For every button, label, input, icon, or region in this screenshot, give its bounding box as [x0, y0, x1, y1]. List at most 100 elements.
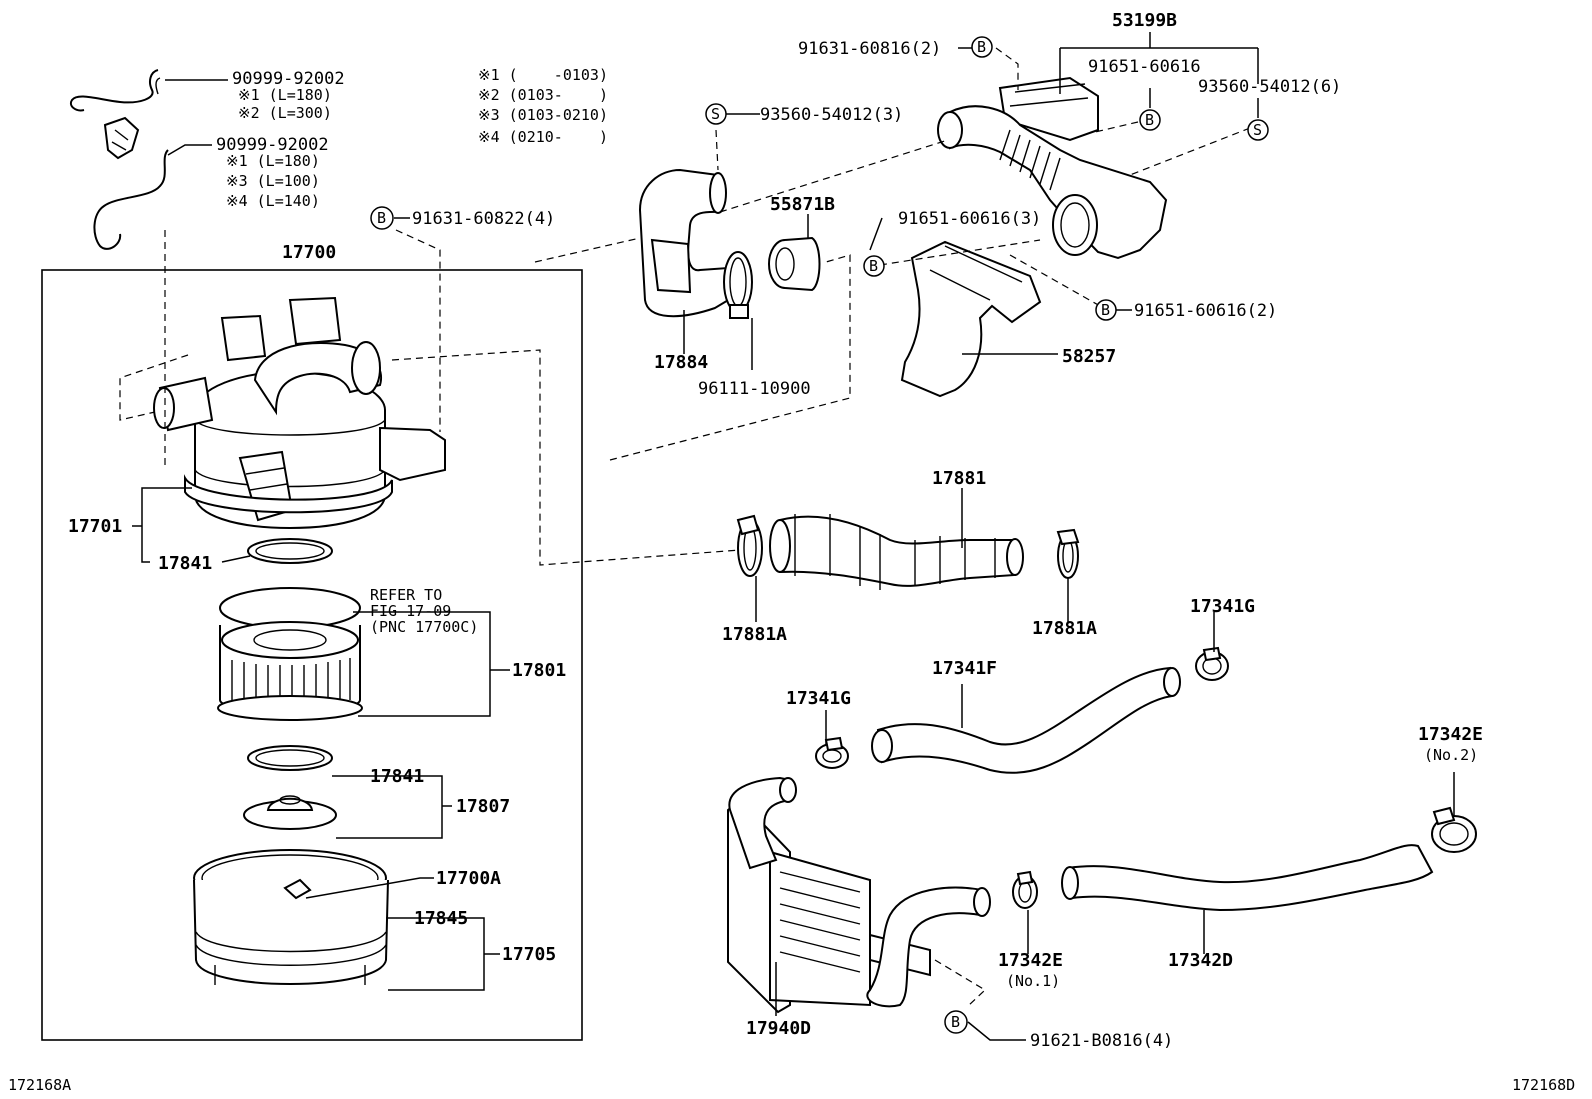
legend-line-2: ※2 (0103- ) [478, 86, 608, 104]
dash-elbow-to-duct [719, 139, 949, 213]
leader-17845-17705 [386, 917, 500, 991]
bolt-symbol-label: B [377, 209, 386, 227]
dash-bolt-top [995, 47, 1019, 90]
bolt-symbol-duct: B [1095, 299, 1117, 321]
bolt-symbol-label: B [1145, 111, 1154, 129]
dash-bolt-b-to-bracket [395, 229, 441, 432]
label-96111-10900: 96111-10900 [698, 379, 811, 399]
air-guide-58257 [900, 240, 1042, 398]
label-17341G-right: 17341G [1190, 596, 1255, 617]
image-code-right: 172168D [1512, 1076, 1575, 1094]
hose-clamp-17881A-left [736, 514, 763, 577]
hose-clamp-17341G-left [815, 736, 849, 769]
leader-17700A [305, 877, 434, 899]
legend-line-1: ※1 ( -0103) [478, 66, 608, 84]
air-cleaner-lower-case [193, 849, 389, 985]
screw-symbol-label: S [1253, 121, 1262, 139]
air-filter-element [217, 587, 363, 721]
label-17342E-no2: 17342E [1418, 724, 1483, 745]
vacuum-hose-upper [70, 69, 161, 112]
bolt-symbol-right: B [1139, 109, 1161, 131]
label-93560-54012-3: 93560-54012(3) [760, 105, 903, 125]
gasket-17841-lower-inner [255, 749, 325, 767]
hose-upper-variant-1: ※1 (L=180) [238, 86, 332, 104]
leader-17701 [132, 487, 192, 563]
hose-lower-variant-1: ※1 (L=180) [226, 152, 320, 170]
legend-line-3: ※3 (0103-0210) [478, 106, 608, 124]
intake-hose-17881 [769, 514, 1024, 590]
bolt-symbol-label: B [977, 38, 986, 56]
dash-screw-to-elbow [715, 129, 719, 171]
label-17342D: 17342D [1168, 950, 1233, 971]
label-91651-60616-3: 91651-60616(3) [898, 209, 1041, 229]
label-53199B: 53199B [1112, 10, 1177, 31]
hose-clamp-17341G-right [1195, 646, 1229, 681]
dash-radiator-bolt [934, 959, 986, 1007]
screw-symbol-left: S [705, 103, 727, 125]
screw-symbol-right: S [1247, 119, 1269, 141]
air-cleaner-assembly-frame [41, 269, 583, 1041]
bolt-symbol-radiator: B [944, 1010, 968, 1034]
rubber-sleeve-55871B [768, 236, 821, 292]
label-17700: 17700 [282, 242, 336, 263]
leader-hose-lower [167, 144, 212, 156]
hose-clamp-17881A-right [1056, 528, 1080, 579]
bolt-symbol-label: B [951, 1013, 960, 1031]
air-cleaner-case-cover [153, 296, 446, 530]
label-17701: 17701 [68, 516, 122, 537]
dash-bolt-b-right [1094, 121, 1139, 133]
refer-line-3: (PNC 17700C) [370, 618, 478, 636]
hose-lower-number: 90999-92002 [216, 135, 329, 155]
label-55871B: 55871B [770, 194, 835, 215]
hose-lower-variant-2: ※3 (L=100) [226, 172, 320, 190]
leader-53199B [1059, 32, 1259, 94]
bolt-symbol-label: B [869, 257, 878, 275]
bolt-symbol-top: B [971, 36, 993, 58]
dash-duct-to-bolt [1009, 254, 1101, 307]
label-17341F: 17341F [932, 658, 997, 679]
hose-clip [103, 116, 140, 160]
hose-lower-variant-3: ※4 (L=140) [226, 192, 320, 210]
label-17845: 17845 [414, 908, 468, 929]
label-17884: 17884 [654, 352, 708, 373]
label-17807: 17807 [456, 796, 510, 817]
bolt-symbol-58257: B [863, 255, 885, 277]
leader-91621-B0816 [967, 1021, 1026, 1041]
label-17841-lower: 17841 [370, 766, 424, 787]
vacuum-hose-lower [93, 149, 169, 250]
dash-screw-right [1129, 127, 1251, 176]
label-no2: (No.2) [1424, 746, 1478, 764]
image-code-left: 172168A [8, 1076, 71, 1094]
intake-duct-53199B [937, 76, 1168, 260]
label-91651-60616: 91651-60616 [1088, 57, 1201, 77]
refer-line-2: FIG 17-09 [370, 602, 451, 620]
hose-clamp-96111 [723, 251, 753, 319]
dash-58257-to-duct [879, 239, 1041, 266]
label-17342E-no1: 17342E [998, 950, 1063, 971]
label-17940D: 17940D [746, 1018, 811, 1039]
screw-symbol-label: S [711, 105, 720, 123]
hose-17341F [871, 666, 1181, 774]
label-17841-upper: 17841 [158, 553, 212, 574]
label-91631-60822: 91631-60822(4) [412, 209, 555, 229]
label-91651-60616-2: 91651-60616(2) [1134, 301, 1277, 321]
leader-17841b-17807 [332, 775, 452, 839]
label-17881A-left: 17881A [722, 624, 787, 645]
dash-outlet-lower [609, 254, 851, 461]
dash-case-to-elbow [391, 349, 741, 566]
label-17881A-right: 17881A [1032, 618, 1097, 639]
label-91631-60816: 91631-60816(2) [798, 39, 941, 59]
bolt-symbol-label: B [1101, 301, 1110, 319]
label-17801: 17801 [512, 660, 566, 681]
hose-17342D [1061, 844, 1434, 912]
hose-upper-number: 90999-92002 [232, 69, 345, 89]
hose-upper-variant-2: ※2 (L=300) [238, 104, 332, 122]
hose-clamp-17342E-no1 [1012, 870, 1038, 909]
refer-line-1: REFER TO [370, 586, 442, 604]
leader-91651-3 [869, 217, 883, 251]
label-93560-54012-6: 93560-54012(6) [1198, 77, 1341, 97]
valve-plate-17807 [243, 795, 337, 830]
label-17341G-left: 17341G [786, 688, 851, 709]
label-17881: 17881 [932, 468, 986, 489]
